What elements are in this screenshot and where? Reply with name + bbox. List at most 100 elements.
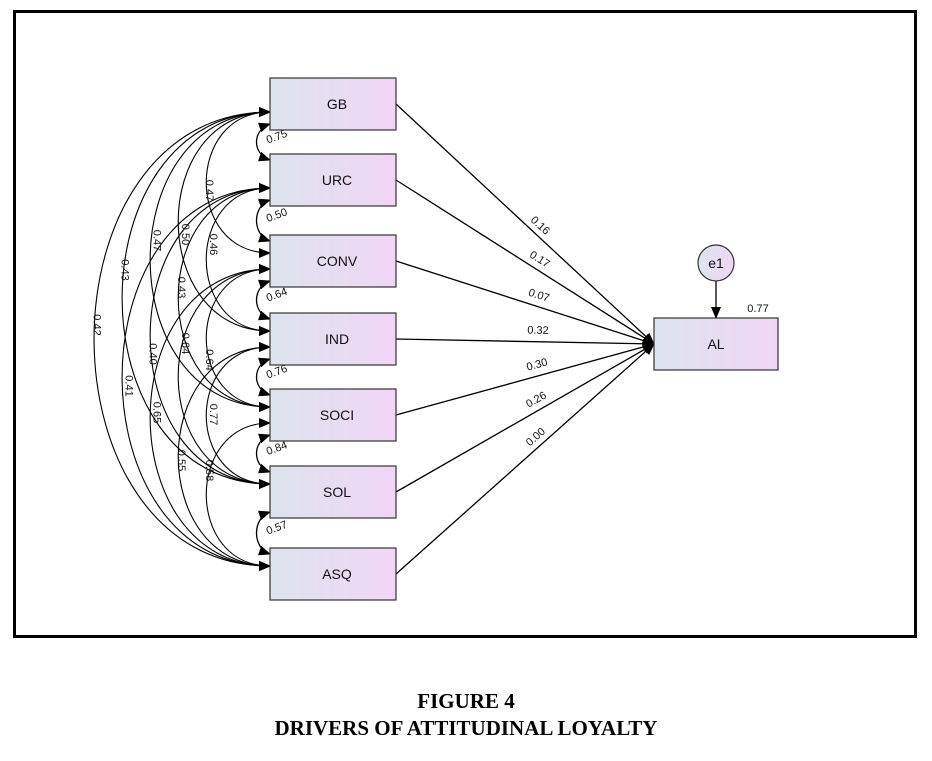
figure-caption: FIGURE 4 DRIVERS OF ATTITUDINAL LOYALTY xyxy=(0,688,932,742)
node-soci: SOCI xyxy=(269,388,397,442)
correlation-arc xyxy=(93,107,271,571)
correlation-urc-soci: 0.43 xyxy=(175,183,271,412)
node-label: IND xyxy=(325,331,349,347)
node-asq: ASQ xyxy=(269,547,397,601)
correlation-gb-asq: 0.42 xyxy=(90,107,271,571)
correlation-value: 0.64 xyxy=(265,286,289,305)
figure-number: FIGURE 4 xyxy=(417,689,515,713)
node-box xyxy=(269,153,397,207)
node-label: SOCI xyxy=(320,407,354,423)
correlation-arc xyxy=(205,342,271,489)
path-line xyxy=(395,343,655,493)
correlation-gb-sol: 0.43 xyxy=(119,107,271,489)
correlation-arc xyxy=(149,183,271,489)
node-al: AL 0.77 xyxy=(653,303,779,371)
correlation-arc xyxy=(177,107,271,336)
node-gb: GB xyxy=(269,77,397,131)
correlation-urc-asq: 0.41 xyxy=(121,183,271,571)
correlation-value: 0.77 xyxy=(207,404,219,425)
correlation-value: 0.50 xyxy=(265,206,289,225)
node-layer: e1 GB URC CONV IND SOCI SOL ASQ AL 0.77 xyxy=(269,77,779,601)
correlation-value: 0.46 xyxy=(207,234,219,255)
path-conv-al: 0.07 xyxy=(395,260,655,346)
node-ind: IND xyxy=(269,312,397,366)
correlation-conv-soci: 0.64 xyxy=(203,264,271,412)
correlation-value: 0.57 xyxy=(265,519,289,538)
node-sol: SOL xyxy=(269,465,397,519)
node-label: ASQ xyxy=(322,566,352,582)
node-box xyxy=(269,388,397,442)
correlation-arc xyxy=(149,107,271,412)
figure-title: DRIVERS OF ATTITUDINAL LOYALTY xyxy=(274,716,658,740)
node-box xyxy=(269,77,397,131)
node-label: URC xyxy=(322,172,352,188)
path-coefficient: 0.07 xyxy=(527,287,551,305)
correlation-value: 0.64 xyxy=(203,349,215,370)
correlation-value: 0.47 xyxy=(151,230,163,251)
error-circle xyxy=(697,244,735,282)
correlation-gb-ind: 0.50 xyxy=(177,107,271,336)
node-conv: CONV xyxy=(269,234,397,288)
path-line xyxy=(395,179,655,345)
correlation-value: 0.55 xyxy=(175,450,187,471)
correlation-arc xyxy=(121,107,271,489)
correlation-arc xyxy=(205,183,271,336)
path-sol-al: 0.26 xyxy=(395,343,655,493)
path-soci-al: 0.30 xyxy=(395,342,655,416)
path-line xyxy=(395,343,655,575)
correlation-value: 0.41 xyxy=(123,375,135,396)
correlation-value: 0.43 xyxy=(119,259,131,280)
correlation-value: 0.47 xyxy=(203,180,215,201)
path-asq-al: 0.00 xyxy=(395,343,655,575)
correlation-value: 0.42 xyxy=(90,314,102,335)
correlation-arc xyxy=(149,264,271,571)
error-term-e1: e1 xyxy=(697,244,735,319)
node-box xyxy=(269,234,397,288)
node-label: GB xyxy=(327,96,347,112)
error-label: e1 xyxy=(708,255,724,271)
correlation-arc xyxy=(121,183,271,571)
path-line xyxy=(395,103,655,345)
correlation-ind-sol: 0.77 xyxy=(205,342,271,489)
r-squared-value: 0.77 xyxy=(747,303,768,315)
correlation-value: 0.84 xyxy=(265,439,289,458)
path-gb-al: 0.16 xyxy=(395,103,655,345)
correlation-value: 0.65 xyxy=(151,402,163,423)
path-urc-al: 0.17 xyxy=(395,179,655,345)
node-box xyxy=(269,547,397,601)
correlation-arc xyxy=(205,418,271,571)
regression-path-layer: 0.16 0.17 0.07 0.32 0.30 0.26 0.00 xyxy=(395,103,655,575)
path-coefficient: 0.30 xyxy=(525,356,549,373)
path-line xyxy=(395,338,655,349)
path-coefficient: 0.16 xyxy=(528,214,552,237)
correlation-urc-sol: 0.40 xyxy=(147,183,271,489)
path-coefficient: 0.32 xyxy=(527,325,549,337)
path-coefficient: 0.17 xyxy=(527,249,552,271)
correlation-arc xyxy=(177,264,271,489)
node-label: AL xyxy=(707,336,724,352)
correlation-ind-asq: 0.55 xyxy=(175,342,271,571)
correlation-arc xyxy=(177,342,271,571)
correlation-value: 0.43 xyxy=(175,277,187,298)
node-label: SOL xyxy=(323,484,351,500)
correlation-urc-ind: 0.46 xyxy=(205,183,271,336)
correlation-arc xyxy=(205,264,271,412)
correlation-value: 0.40 xyxy=(147,343,159,364)
path-coefficient: 0.00 xyxy=(524,426,548,449)
correlation-gb-conv: 0.47 xyxy=(203,107,271,258)
node-box xyxy=(269,465,397,519)
correlation-conv-sol: 0.64 xyxy=(177,264,271,489)
correlation-layer: 0.75 0.50 0.64 0.76 0.84 0.57 0.47 0.46 0.64 0.77… xyxy=(90,107,289,571)
path-line xyxy=(395,260,655,346)
correlation-value: 0.75 xyxy=(265,128,289,147)
correlation-value: 0.76 xyxy=(265,363,289,382)
path-coefficient: 0.26 xyxy=(524,389,549,410)
correlation-value: 0.64 xyxy=(179,333,191,354)
correlation-arc xyxy=(205,107,271,258)
node-urc: URC xyxy=(269,153,397,207)
correlation-value: 0.50 xyxy=(179,224,191,245)
correlation-arc xyxy=(177,183,271,412)
node-box xyxy=(269,312,397,366)
path-line xyxy=(395,342,655,416)
